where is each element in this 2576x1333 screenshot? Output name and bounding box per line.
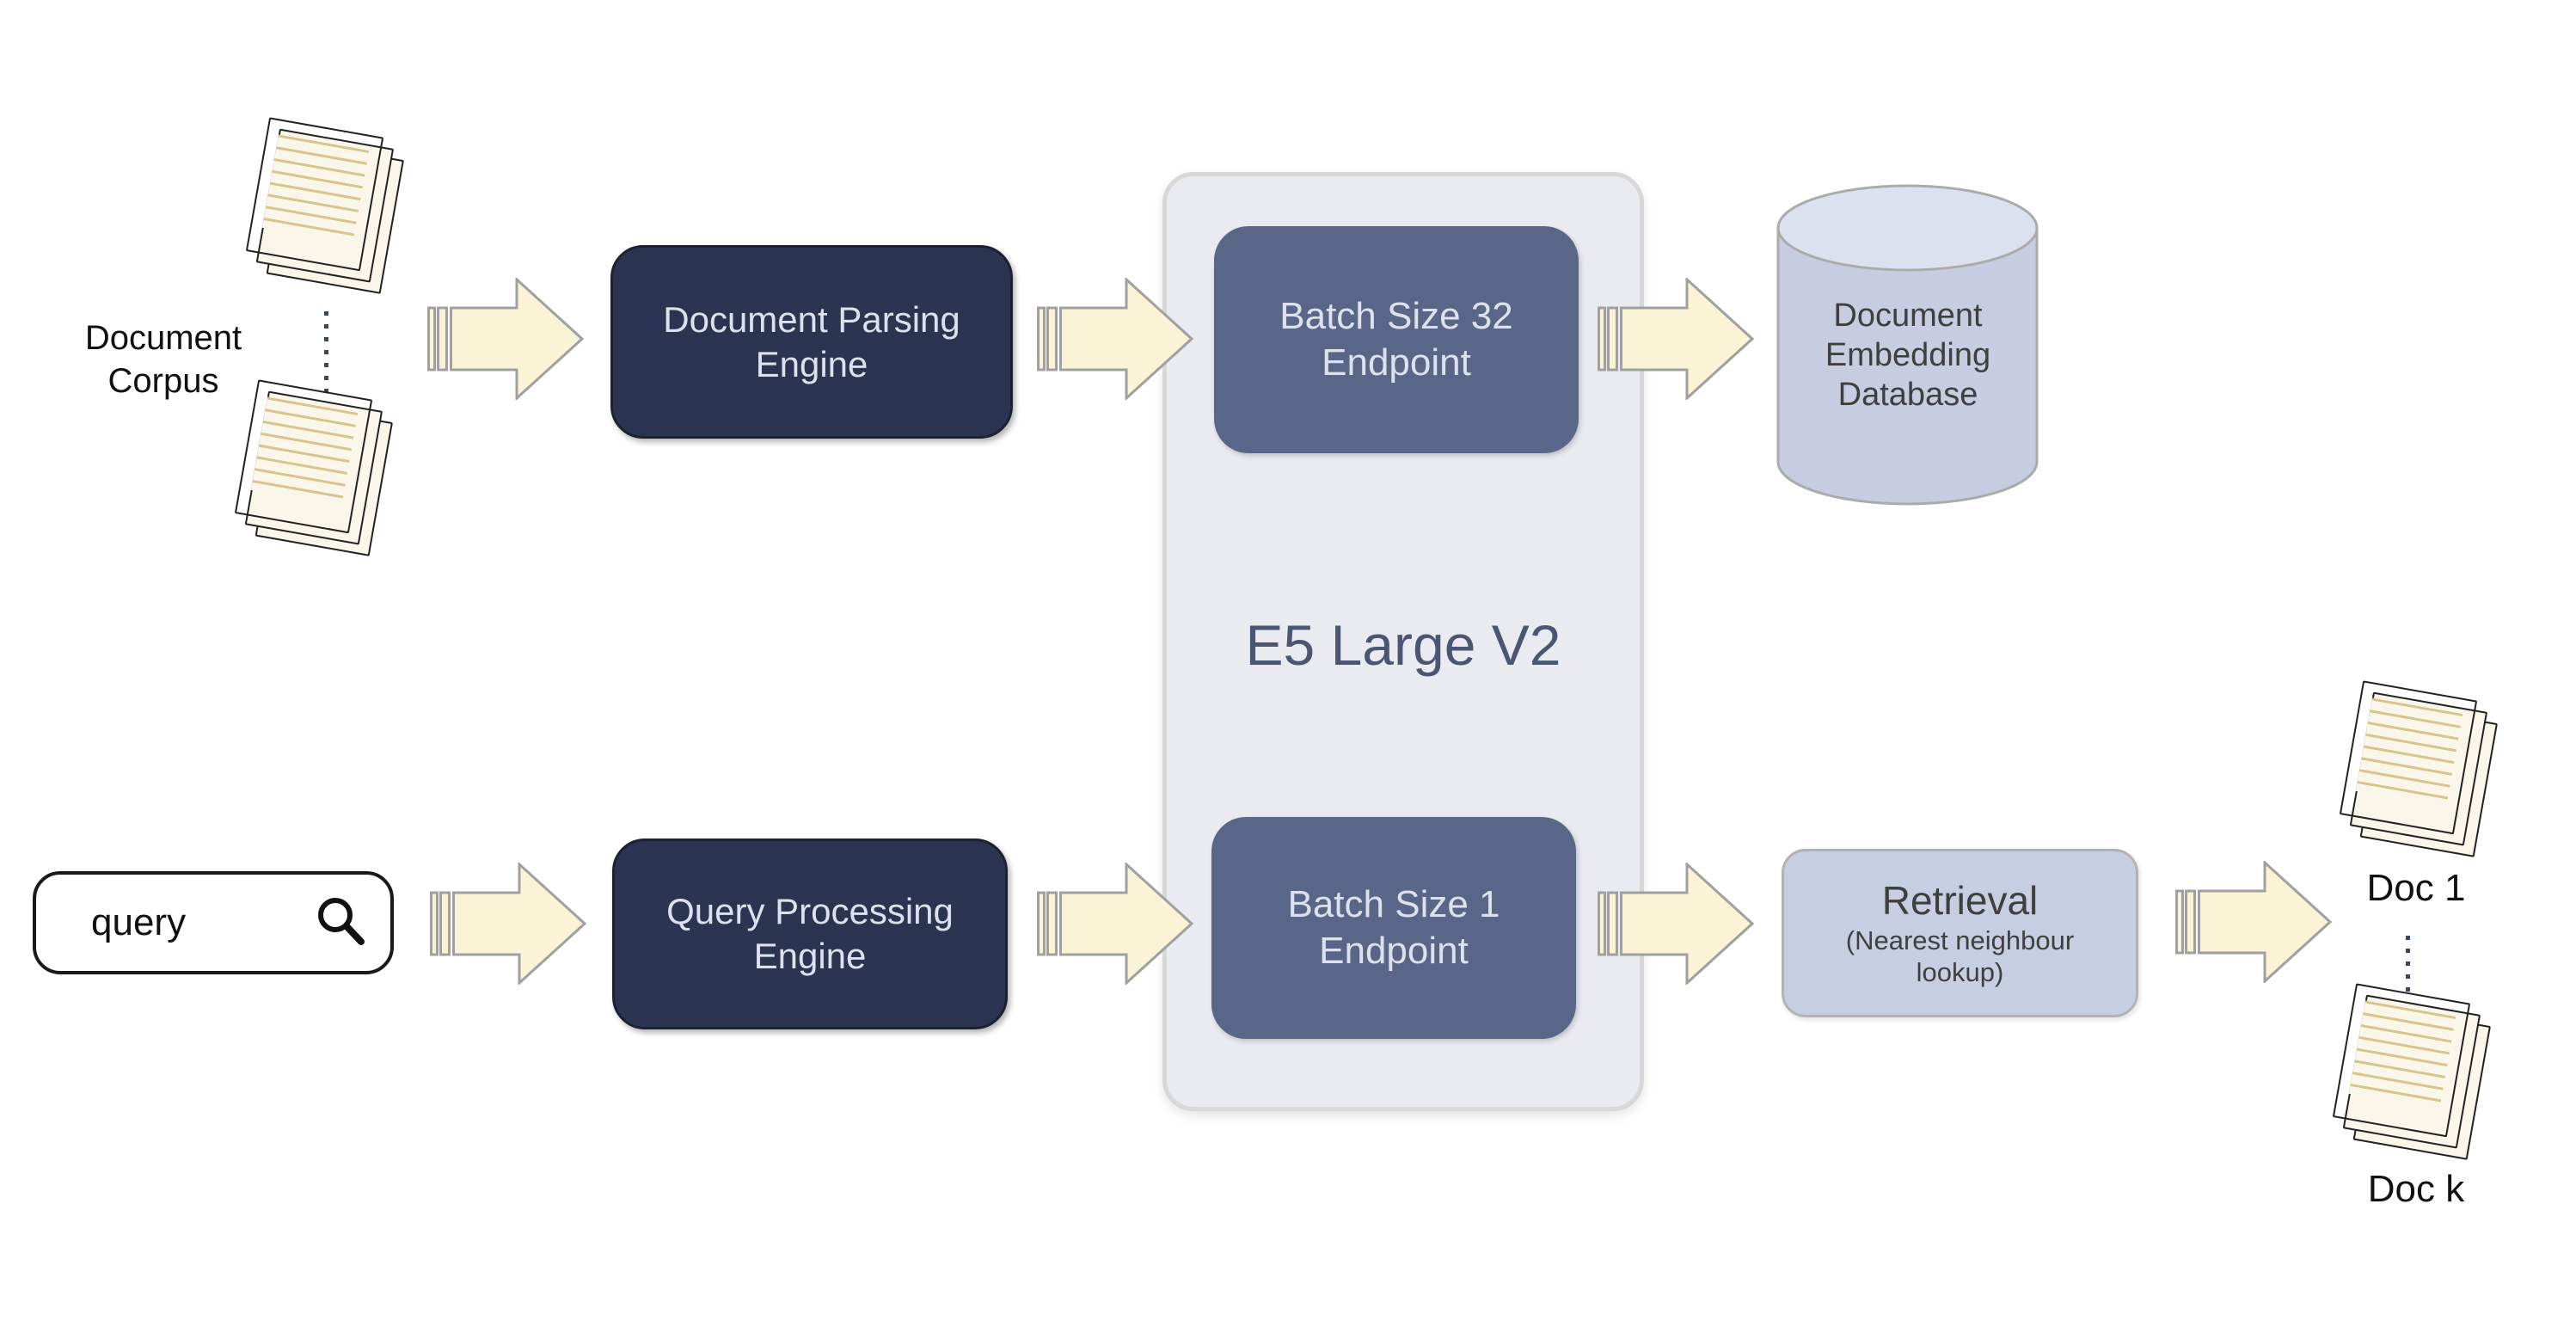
retrieval-title: Retrieval bbox=[1881, 878, 2039, 923]
document-stack-icon bbox=[2339, 680, 2498, 860]
doc1-label: Doc 1 bbox=[2366, 867, 2466, 909]
striped-arrow-icon bbox=[1598, 863, 1754, 985]
striped-arrow-icon bbox=[427, 278, 584, 400]
query-processing-engine-node: Query Processing Engine bbox=[612, 838, 1008, 1029]
batch-size-1-endpoint-node: Batch Size 1 Endpoint bbox=[1211, 817, 1576, 1039]
search-icon[interactable] bbox=[315, 896, 368, 949]
document-corpus-line1: Document bbox=[84, 319, 242, 357]
document-stack-icon bbox=[234, 379, 393, 559]
dotted-connector bbox=[324, 311, 328, 408]
batch1-line1: Batch Size 1 bbox=[1287, 883, 1500, 925]
query-engine-line1: Query Processing bbox=[666, 891, 954, 931]
document-stack-icon bbox=[2332, 983, 2491, 1163]
document-corpus-label: Document Corpus bbox=[26, 316, 301, 402]
document-parsing-engine-node: Document Parsing Engine bbox=[610, 245, 1013, 439]
query-search-input[interactable]: query bbox=[33, 871, 394, 974]
embedding-db-line1: Document bbox=[1833, 298, 1983, 334]
batch-size-32-endpoint-node: Batch Size 32 Endpoint bbox=[1214, 226, 1579, 453]
document-corpus-line2: Corpus bbox=[107, 362, 219, 400]
striped-arrow-icon bbox=[430, 863, 586, 985]
retrieval-subtitle: (Nearest neighbour lookup) bbox=[1845, 925, 2075, 987]
striped-arrow-icon bbox=[1037, 278, 1193, 400]
query-engine-line2: Engine bbox=[753, 936, 867, 976]
parsing-engine-line2: Engine bbox=[755, 343, 868, 384]
dock-label: Doc k bbox=[2367, 1168, 2465, 1210]
batch32-line1: Batch Size 32 bbox=[1279, 295, 1513, 337]
embedding-db-line2: Embedding bbox=[1825, 337, 1991, 373]
striped-arrow-icon bbox=[2175, 861, 2332, 983]
striped-arrow-icon bbox=[1598, 278, 1754, 400]
document-stack-icon bbox=[245, 117, 404, 297]
batch32-line2: Endpoint bbox=[1322, 341, 1471, 384]
dotted-connector bbox=[2406, 936, 2410, 992]
embedding-db-line3: Database bbox=[1837, 377, 1978, 413]
e5-model-label: E5 Large V2 bbox=[1245, 613, 1561, 677]
striped-arrow-icon bbox=[1037, 863, 1193, 985]
embedding-database-label: Document Embedding Database bbox=[1776, 296, 2040, 415]
batch1-line2: Endpoint bbox=[1319, 930, 1469, 972]
database-cylinder-icon bbox=[1776, 184, 2039, 506]
parsing-engine-line1: Document Parsing bbox=[663, 298, 960, 340]
query-text: query bbox=[91, 901, 187, 943]
retrieval-node: Retrieval (Nearest neighbour lookup) bbox=[1782, 849, 2138, 1017]
